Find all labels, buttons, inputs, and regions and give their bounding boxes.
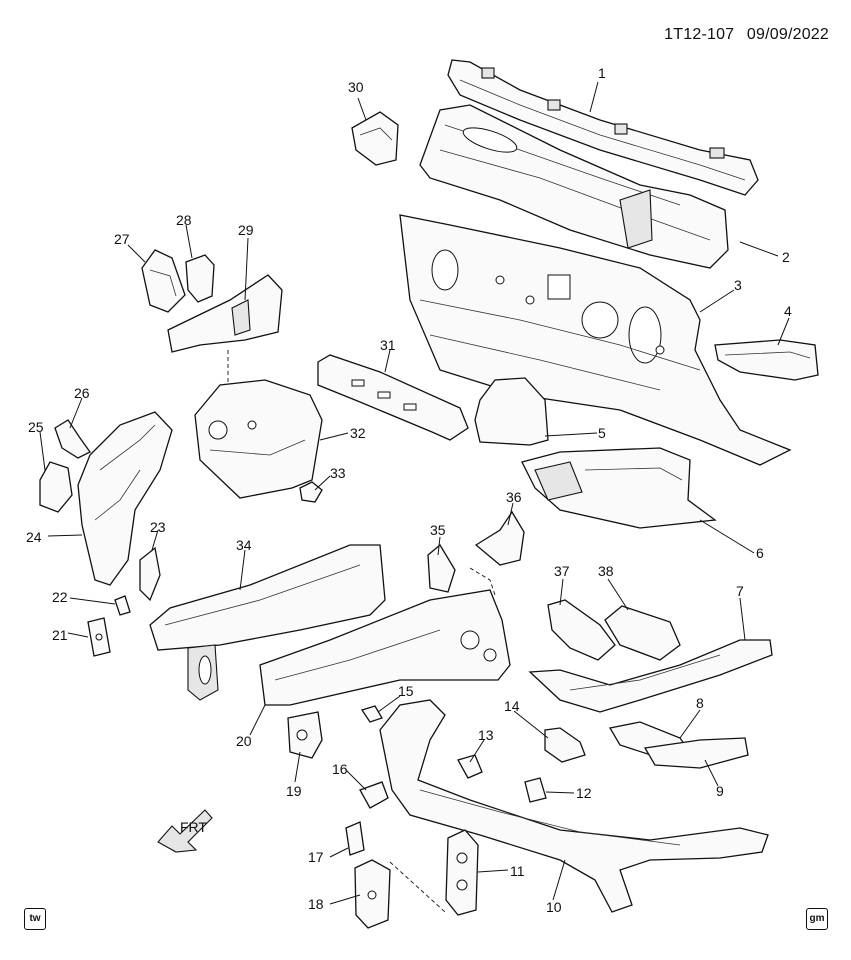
callout-20: 20: [236, 733, 252, 749]
callout-21: 21: [52, 627, 68, 643]
callout-38: 38: [598, 563, 614, 579]
part-7-rocker-panel[interactable]: [528, 639, 773, 713]
callout-11: 11: [510, 863, 525, 879]
part-21-plate[interactable]: [87, 617, 111, 657]
part-32-inner-panel[interactable]: [194, 379, 323, 499]
callout-26: 26: [74, 385, 90, 401]
part-28-bracket[interactable]: [185, 254, 215, 303]
diagram-code: 1T12-107: [664, 26, 735, 43]
callout-labels: 1 2 3 4 5 6 7 8 9 10 11 12 13 14 15 16 1…: [26, 65, 792, 915]
part-10-cradle[interactable]: [379, 699, 769, 913]
callout-5: 5: [598, 425, 606, 441]
callout-4: 4: [784, 303, 792, 319]
callout-30: 30: [348, 79, 364, 95]
part-20-front-rail-lower[interactable]: [259, 589, 511, 706]
part-12-bracket[interactable]: [524, 777, 547, 803]
part-26-bracket[interactable]: [54, 419, 91, 459]
part-13-bracket[interactable]: [457, 754, 483, 779]
part-17-bracket[interactable]: [345, 821, 365, 856]
part-2-cowl-lower-panel[interactable]: [419, 104, 729, 269]
callout-36: 36: [506, 489, 522, 505]
part-30-bracket[interactable]: [351, 111, 399, 166]
part-4-bracket[interactable]: [714, 339, 819, 381]
tw-badge: tw: [24, 908, 46, 930]
part-18-bracket[interactable]: [354, 859, 391, 929]
part-31-rail[interactable]: [317, 354, 469, 441]
part-3-dash-panel[interactable]: [399, 214, 792, 466]
diagram-header: 1T12-107 09/09/2022: [656, 26, 829, 44]
part-9-extension[interactable]: [643, 737, 749, 769]
front-direction-label: FRT: [180, 819, 207, 835]
callout-8: 8: [696, 695, 704, 711]
callout-17: 17: [308, 849, 324, 865]
part-25-bracket[interactable]: [39, 461, 73, 513]
part-24-wheelhouse[interactable]: [77, 411, 173, 586]
callout-2: 2: [782, 249, 790, 265]
diagram-date: 09/09/2022: [746, 26, 829, 43]
callout-13: 13: [478, 727, 494, 743]
callout-28: 28: [176, 212, 192, 228]
callout-15: 15: [398, 683, 414, 699]
callout-33: 33: [330, 465, 346, 481]
part-27-bracket[interactable]: [141, 249, 186, 313]
callout-25: 25: [28, 419, 44, 435]
part-11-bracket[interactable]: [445, 829, 479, 916]
callout-19: 19: [286, 783, 302, 799]
part-34-front-rail-upper[interactable]: [149, 544, 386, 701]
part-6-panel[interactable]: [521, 447, 717, 529]
callout-6: 6: [756, 545, 764, 561]
gm-logo: gm: [806, 908, 828, 930]
part-38-bracket[interactable]: [604, 605, 681, 661]
callout-37: 37: [554, 563, 570, 579]
callout-18: 18: [308, 896, 324, 912]
alignment-line: [469, 567, 496, 596]
callout-29: 29: [238, 222, 254, 238]
callout-32: 32: [350, 425, 366, 441]
part-5-insulator[interactable]: [474, 377, 549, 446]
callout-24: 24: [26, 529, 42, 545]
part-1-cowl-upper-panel[interactable]: [447, 59, 759, 196]
part-15-bracket[interactable]: [360, 705, 383, 723]
callout-9: 9: [716, 783, 724, 799]
callout-3: 3: [734, 277, 742, 293]
callout-35: 35: [430, 522, 446, 538]
part-22-clip[interactable]: [114, 595, 131, 616]
part-29-hinge-pillar[interactable]: [167, 274, 283, 353]
callout-12: 12: [576, 785, 592, 801]
callout-34: 34: [236, 537, 252, 553]
callout-10: 10: [546, 899, 562, 915]
callout-22: 22: [52, 589, 68, 605]
callout-23: 23: [150, 519, 166, 535]
part-14-bracket[interactable]: [544, 727, 586, 763]
part-37-bracket[interactable]: [547, 599, 616, 661]
part-35-bracket[interactable]: [427, 544, 456, 593]
callout-14: 14: [504, 698, 520, 714]
part-16-bracket[interactable]: [359, 781, 389, 809]
part-33-clip[interactable]: [299, 481, 323, 503]
part-19-bracket[interactable]: [287, 711, 323, 759]
callout-31: 31: [380, 337, 396, 353]
front-direction-arrow: FRT: [157, 809, 213, 853]
part-36-bracket[interactable]: [474, 510, 525, 566]
callout-7: 7: [736, 583, 744, 599]
alignment-line: [389, 861, 446, 913]
callout-16: 16: [332, 761, 348, 777]
leader-lines: [39, 81, 790, 905]
callout-27: 27: [114, 231, 130, 247]
part-23-bracket[interactable]: [139, 546, 161, 602]
callout-1: 1: [598, 65, 606, 81]
